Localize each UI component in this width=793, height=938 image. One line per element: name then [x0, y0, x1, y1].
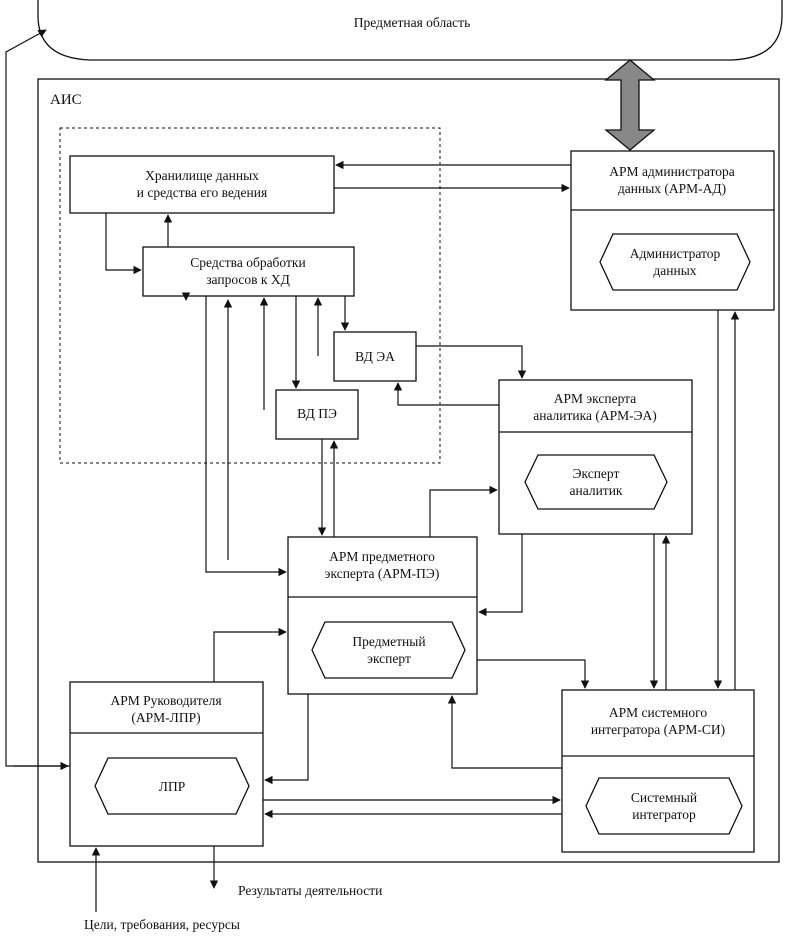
arm-ad-box	[570, 150, 775, 311]
ais-frame	[37, 78, 780, 863]
query-box	[142, 246, 355, 297]
arm-ea-box	[498, 379, 693, 535]
arrow-arm-ea-to-vd-ea	[393, 382, 499, 406]
arrow-lpr-to-arm-pe	[213, 627, 287, 682]
arm-lpr-label: АРМ Руководителя(АРМ-ЛПР)	[110, 693, 222, 725]
arrow-arm-pe-to-arm-si	[477, 659, 590, 689]
analyst-role-hex	[524, 454, 668, 510]
domain-exchange-arrow	[604, 59, 656, 151]
lpr-role-label: ЛПР	[158, 779, 186, 794]
integrator-role-hex	[585, 777, 743, 835]
storage-region	[59, 127, 441, 464]
ais-label: АИС	[50, 92, 82, 108]
inputs-label: Цели, требования, ресурсы	[84, 917, 240, 932]
lpr-role-hex	[94, 757, 250, 815]
subject-role-hex	[311, 621, 466, 679]
storage-box	[69, 155, 335, 214]
arrow-arm-si-to-arm-pe	[447, 695, 562, 769]
arrow-arm-ea-to-arm-pe	[478, 534, 523, 617]
vd-ea-label: ВД ЭА	[355, 349, 395, 364]
arrow-vd-ea-to-arm-ea	[416, 345, 527, 379]
admin-role-hex	[599, 233, 751, 291]
domain-area-label: Предметная область	[353, 15, 471, 30]
arrow-arm-pe-to-arm-ea	[429, 485, 498, 537]
arm-lpr-box	[69, 681, 264, 847]
arm-si-box	[561, 689, 755, 853]
arrow-query-to-arm-pe-1	[205, 296, 287, 577]
arm-pe-box	[287, 536, 478, 695]
arrow-storage-to-query	[105, 213, 142, 275]
vd-pe-label: ВД ПЭ	[297, 406, 337, 421]
vd-pe-box	[275, 389, 359, 440]
vd-ea-box	[333, 331, 417, 382]
arrow-arm-pe-to-lpr	[264, 694, 309, 785]
results-label: Результаты деятельности	[238, 883, 383, 898]
